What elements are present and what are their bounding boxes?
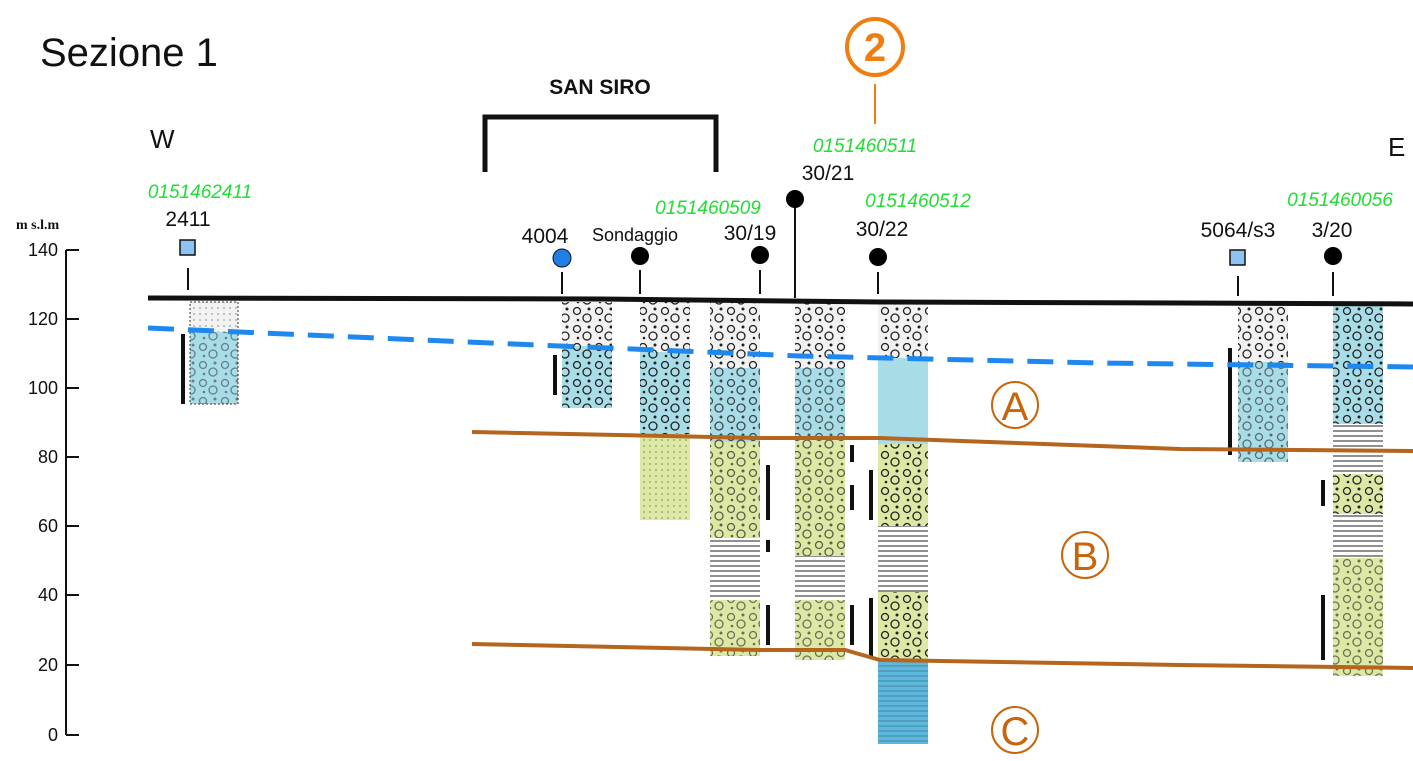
y-tick-label: 140 [28,240,58,260]
svg-text:C: C [1001,710,1030,754]
borehole-2411 [181,301,239,405]
group-bracket [482,114,719,172]
well-30-22: 0151460512 30/22 [856,191,971,294]
svg-text:A: A [1002,385,1029,429]
borehole-sondaggio [640,302,690,520]
well-circle-icon [1324,247,1342,265]
well-square-icon [179,239,196,256]
well-name: 30/22 [856,218,909,241]
well-name: 4004 [522,225,569,248]
y-tick-label: 80 [38,447,58,467]
well-name: 30/19 [724,222,777,245]
borehole-5064-s3 [1228,304,1288,462]
group-label: SAN SIRO [549,76,651,99]
well-circle-icon [631,247,649,265]
well-square-icon [1229,249,1246,266]
ground-surface-line [147,295,1413,307]
well-code: 0151460511 [813,136,917,157]
well-code: 0151460509 [655,198,761,219]
well-3-20: 0151460056 3/20 [1287,190,1393,296]
borehole-30-21 [794,200,854,660]
well-4004: 4004 [522,225,572,294]
well-circle-icon [751,246,769,264]
section-title: Sezione 1 [40,31,218,75]
y-tick-label: 120 [28,309,58,329]
borehole-30-22 [869,302,928,744]
boundary-b-c [471,642,1413,670]
well-sondaggio: Sondaggio [592,225,678,294]
svg-text:B: B [1072,535,1099,579]
well-code: 0151460512 [865,191,971,212]
direction-east-label: E [1388,132,1405,162]
unit-label-c: C [991,706,1039,754]
well-code: 0151462411 [148,182,252,203]
direction-west-label: W [150,124,175,154]
y-tick-label: 60 [38,516,58,536]
well-name: 3/20 [1312,219,1353,242]
y-tick-label: 100 [28,378,58,398]
well-name: Sondaggio [592,225,678,245]
well-name: 5064/s3 [1201,219,1276,242]
well-name: 30/21 [802,162,855,185]
well-2411: 0151462411 2411 [148,182,252,290]
unit-label-a: A [991,381,1039,429]
well-name: 2411 [165,208,210,231]
section-marker: 2 [845,17,905,124]
water-table-line [147,325,1413,370]
section-marker-number: 2 [864,26,886,70]
y-axis-label: m s.l.m [16,218,60,233]
well-circle-icon [786,190,804,208]
well-30-19: 0151460509 30/19 [655,198,776,294]
well-circle-icon [869,248,887,266]
unit-label-b: B [1061,531,1109,579]
borehole-4004 [553,302,612,408]
y-tick-label: 40 [38,585,58,605]
boundary-a-b [471,430,1413,453]
well-5064-s3: 5064/s3 [1201,219,1276,296]
well-30-21: 0151460511 30/21 [786,136,917,208]
well-circle-icon [552,248,572,268]
well-code: 0151460056 [1287,190,1393,211]
y-axis: m s.l.m 140 120 100 80 60 40 20 0 [16,218,79,745]
y-tick-label: 20 [38,655,58,675]
borehole-30-19 [710,302,770,656]
y-tick-label: 0 [48,725,58,745]
borehole-3-20 [1321,304,1383,676]
